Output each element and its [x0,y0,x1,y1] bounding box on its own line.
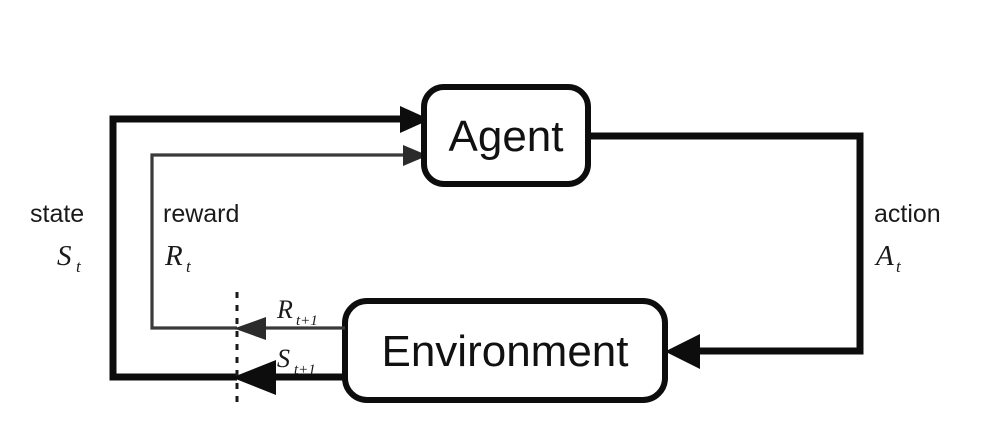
environment-label: Environment [381,327,628,376]
next-state-symbol-label: S [277,344,290,373]
action-word-label: action [874,200,941,228]
state-feedback-arrowhead [400,106,430,133]
next-reward-symbol-label: R [276,295,293,324]
label-state: state S t [30,200,84,276]
action-forward-arrowhead [665,334,700,369]
label-reward: reward R t [163,200,239,276]
node-environment[interactable]: Environment [342,298,668,403]
label-next-reward: R t+1 [276,295,318,329]
reward-feedback-arrowhead [403,145,428,166]
state-feedback-path [109,115,400,381]
next-state-arrowhead [232,360,276,395]
next-reward-subscript-label: t+1 [296,313,318,329]
action-forward-path [588,132,864,355]
state-word-label: state [30,200,84,228]
environment-box[interactable] [342,298,668,403]
label-next-state: S t+1 [277,344,316,378]
reward-word-label: reward [163,200,239,228]
action-subscript-label: t [896,257,902,276]
reward-feedback-path [150,153,405,330]
state-subscript-label: t [76,257,82,276]
edge-reward-feedback [150,145,428,330]
edge-next-state [232,360,345,395]
edge-state-feedback [109,106,430,381]
next-reward-arrowhead [234,317,266,340]
edge-next-reward [234,317,345,340]
agent-label: Agent [449,112,564,161]
edge-action-forward [588,132,864,369]
label-action: action A t [874,200,941,276]
node-agent[interactable]: Agent [421,84,591,187]
state-symbol-label: S [57,240,72,272]
reward-symbol-label: R [164,240,183,272]
next-state-subscript-label: t+1 [294,362,316,378]
reward-subscript-label: t [186,257,192,276]
action-symbol-label: A [874,240,894,272]
